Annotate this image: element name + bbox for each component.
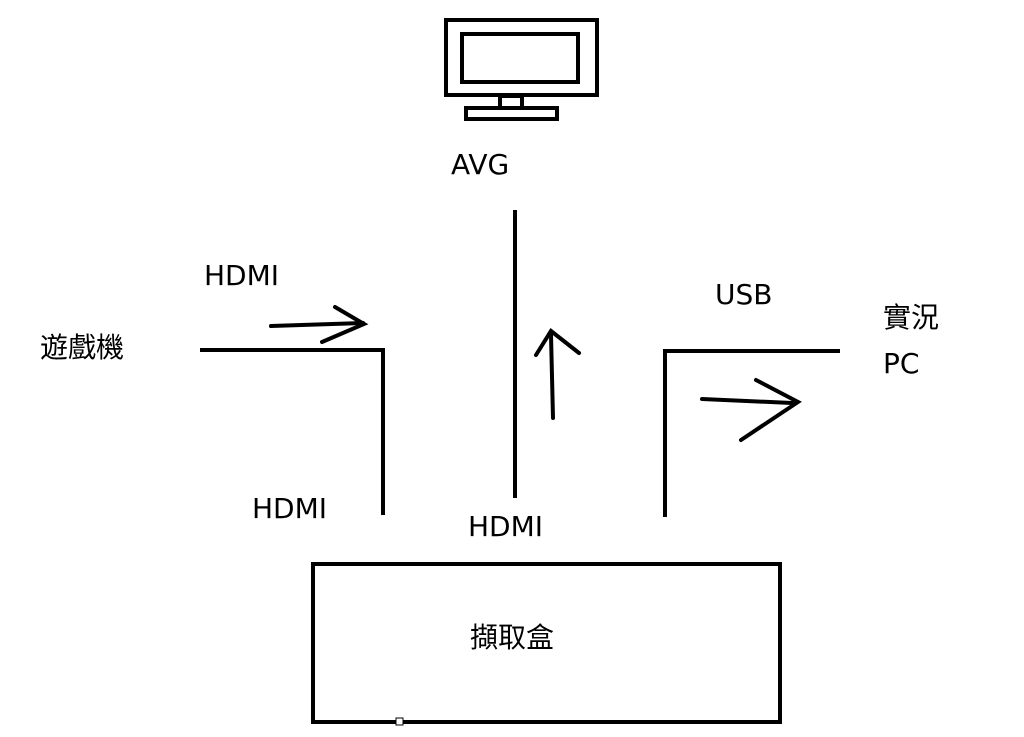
- monitor-base: [464, 106, 559, 121]
- console-label: 遊戲機: [40, 331, 125, 364]
- capture-box: [311, 562, 782, 724]
- hdmi-label-console-bottom: HDMI: [252, 492, 328, 525]
- up-arrow-icon: [534, 328, 581, 420]
- pc-label: 實況 PC: [883, 295, 939, 387]
- console-to-box-line: [200, 348, 385, 515]
- hdmi-label-console-top: HDMI: [204, 259, 280, 292]
- right-arrow-icon: [269, 305, 369, 344]
- monitor-icon: [444, 18, 599, 121]
- capture-box-label: 擷取盒: [470, 621, 555, 654]
- pc-label-line2: PC: [883, 347, 920, 380]
- usb-label: USB: [715, 278, 773, 311]
- box-to-pc-line: [663, 349, 840, 517]
- hdmi-label-monitor: HDMI: [468, 510, 544, 543]
- pc-label-line1: 實況: [883, 301, 940, 334]
- monitor-label: AVG: [451, 148, 510, 181]
- right-arrow-icon: [700, 378, 802, 442]
- resize-handle: [395, 717, 404, 726]
- monitor-screen: [460, 32, 580, 84]
